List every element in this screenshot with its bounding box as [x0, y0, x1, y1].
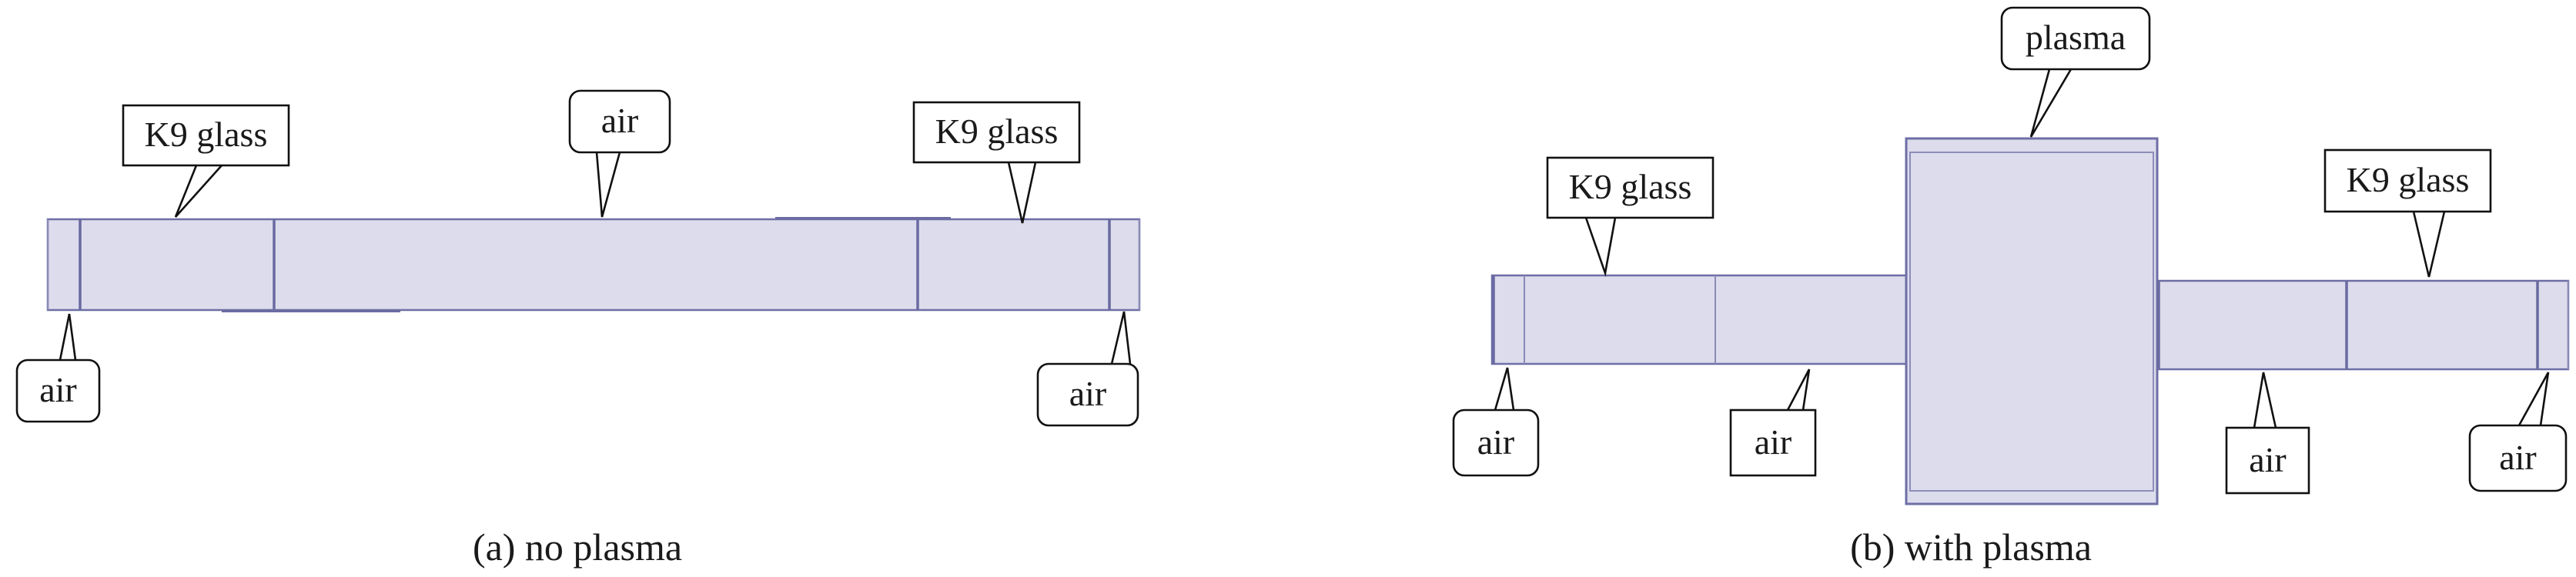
caption-a: (a) no plasma — [473, 525, 682, 569]
label-air-a-right: air — [1069, 374, 1107, 413]
callout-b-k9-left: K9 glass — [1546, 156, 1715, 278]
callout-a-k9-left: K9 glass — [122, 104, 290, 218]
label-air-a-center: air — [601, 101, 639, 140]
callout-b-k9-right: K9 glass — [2323, 148, 2492, 278]
label-plasma: plasma — [2026, 18, 2126, 57]
label-air-a-left: air — [39, 370, 77, 409]
bar-b-right — [2156, 279, 2570, 371]
callout-b-air-outer-right: air — [2468, 372, 2568, 492]
callout-b-air-inner-right: air — [2225, 372, 2310, 495]
label-air-b-inner-right: air — [2249, 440, 2287, 479]
bar-b-left — [1490, 274, 1909, 365]
panel-b: plasma K9 glass K9 glass air air — [1452, 6, 2570, 569]
label-k9-glass-b-right: K9 glass — [2347, 160, 2470, 199]
label-air-b-outer-left: air — [1477, 422, 1515, 462]
callout-b-air-inner-left: air — [1729, 369, 1817, 477]
label-k9-glass-a-left: K9 glass — [145, 115, 268, 154]
panel-a: K9 glass air K9 glass air air (a) no pla… — [15, 89, 1141, 569]
callout-b-plasma: plasma — [2000, 6, 2151, 138]
label-k9-glass-a-right: K9 glass — [935, 112, 1059, 151]
callout-a-air-left: air — [15, 313, 101, 423]
bar-a-no-plasma — [46, 217, 1141, 312]
callout-a-k9-right: K9 glass — [912, 101, 1081, 224]
plasma-block — [1905, 137, 2159, 505]
callout-a-air-right: air — [1036, 311, 1139, 427]
callout-a-air-center: air — [568, 89, 671, 218]
label-k9-glass-b-left: K9 glass — [1569, 167, 1692, 206]
caption-b: (b) with plasma — [1850, 525, 2092, 569]
callout-b-air-outer-left: air — [1452, 367, 1540, 477]
label-air-b-outer-right: air — [2499, 438, 2537, 477]
label-air-b-inner-left: air — [1755, 422, 1792, 462]
